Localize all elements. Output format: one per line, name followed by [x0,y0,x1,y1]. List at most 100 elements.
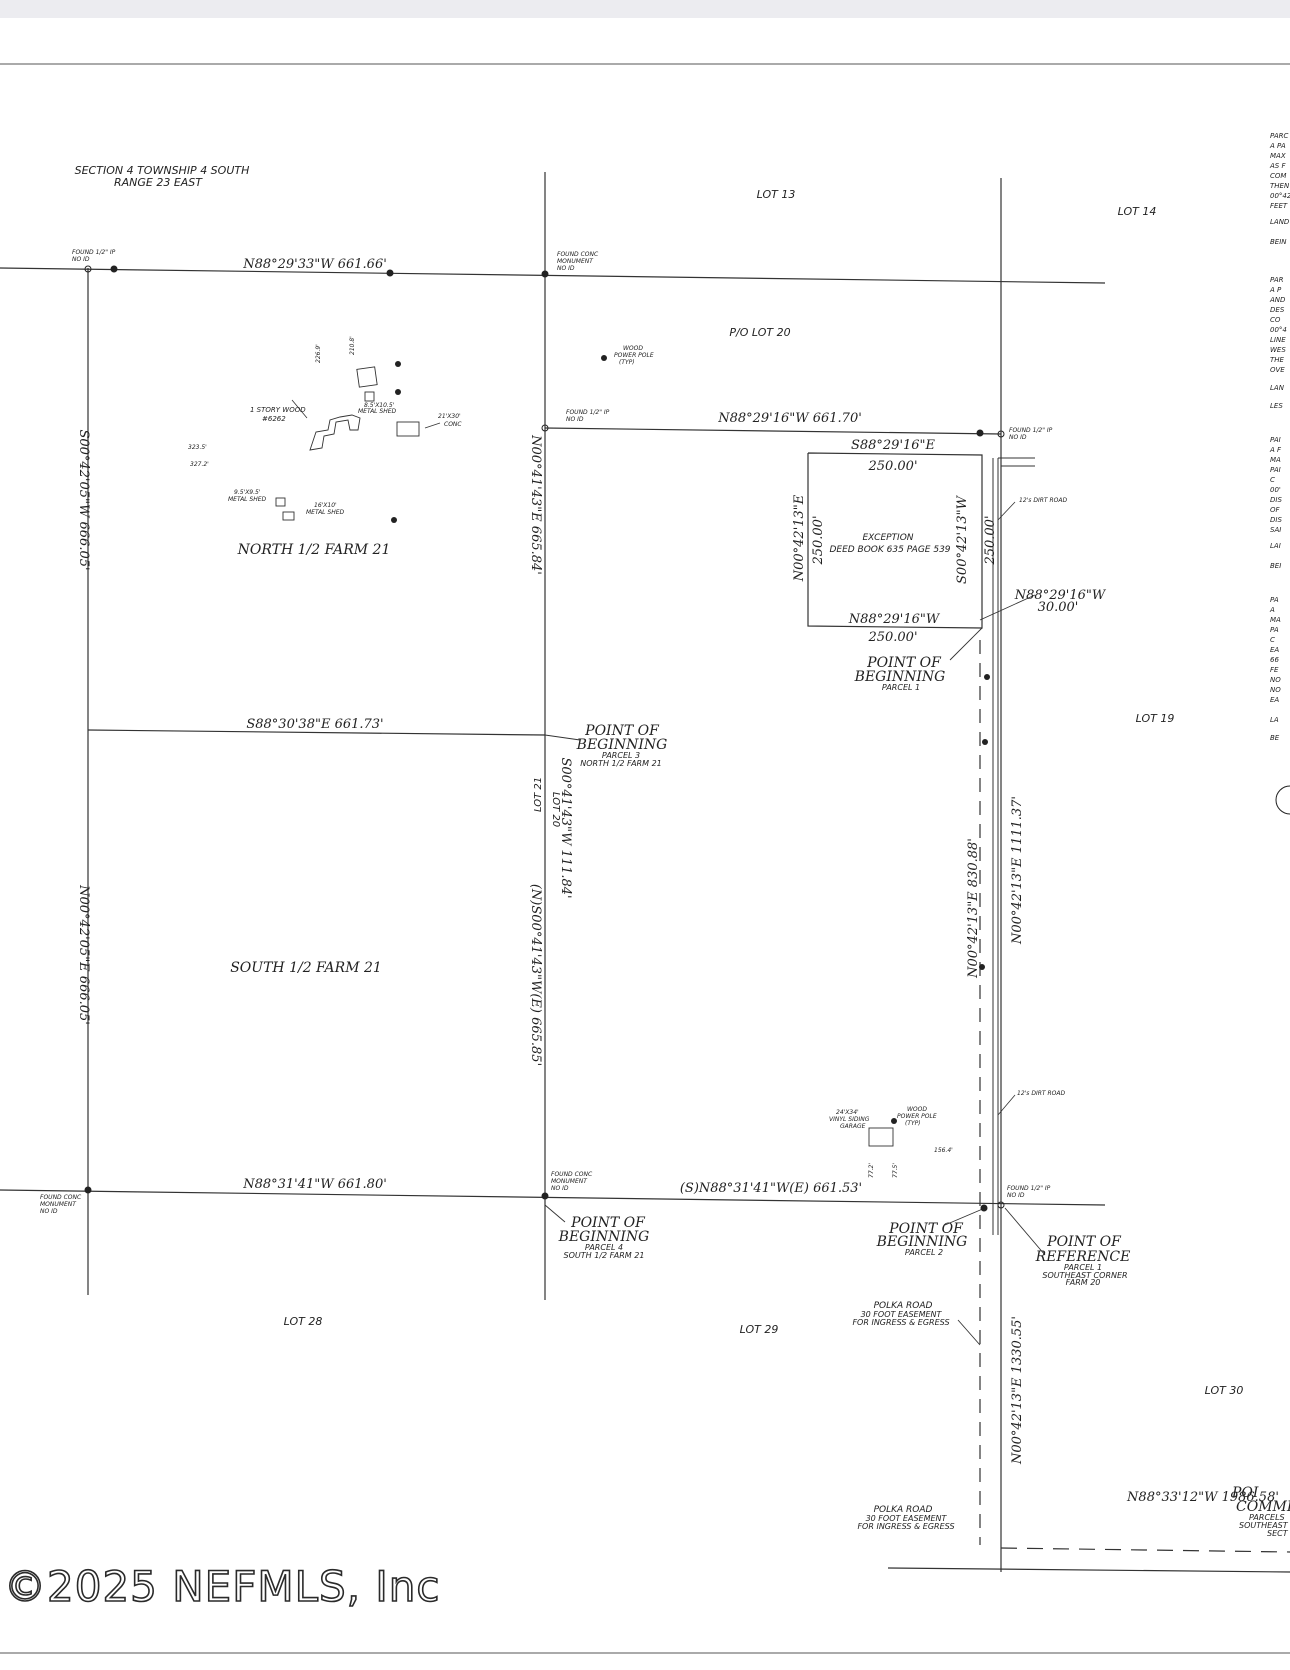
dim-210: 210.8' [349,336,356,355]
exception-bottom-bearing: N88°29'16"W [848,612,941,627]
legal-text-fragment: PARC [1270,132,1289,140]
north-farm-label: NORTH 1/2 FARM 21 [237,542,391,558]
bearing-middle-lower: (N)S00°41'43"W(E) 665.85' [528,884,543,1066]
por-line5: FARM 20 [1066,1278,1101,1287]
section-header-line2: RANGE 23 EAST [114,176,203,189]
legal-text-fragment: LA [1270,716,1279,724]
legal-text-fragment: CO [1270,316,1281,324]
conc-mon-sw-1: FOUND CONC [40,1194,82,1201]
viewer-top-bar [0,0,1290,18]
exception-right-bearing: S00°42'13"W [955,494,970,584]
found-ip-note-se-1: FOUND 1/2" IP [1007,1185,1051,1192]
nefmls-watermark: ©2025 NEFMLS, Inc [3,1561,441,1612]
legal-text-fragment: A [1269,606,1275,614]
found-ip-note-mid-1: FOUND 1/2" IP [566,409,610,416]
conc-mon-north-2: MONUMENT [557,258,594,265]
bearing-easement: N00°42'13"E 830.88' [966,838,981,979]
legal-text-fragment: PAI [1270,436,1281,444]
house-note-2: #6262 [262,415,286,423]
shed-c-note-1: 16'X10' [314,502,337,509]
lot-28-label: LOT 28 [284,1315,323,1328]
legal-text-fragment: PA [1270,596,1279,604]
boundary-lines [0,172,1290,1573]
house-outline [309,414,361,451]
lot-20-side-label: LOT 20 [550,792,561,827]
garage-note-1: 24'X34' [836,1109,859,1116]
legal-text-fragment: A PA [1269,142,1286,150]
legal-text-fragment: LAN [1270,384,1285,392]
pob2-line1: POINT OF [888,1221,964,1237]
pob4-line1: POINT OF [570,1215,646,1231]
road2-line3: FOR INGRESS & EGRESS [857,1522,954,1531]
garage-outline [868,1127,894,1147]
pob3-line1: POINT OF [584,723,660,739]
exception-top-bearing: S88°29'16"E [851,438,936,453]
legal-text-fragment: WES [1270,346,1286,354]
pob3-line4: NORTH 1/2 FARM 21 [580,759,662,768]
road1-line2: 30 FOOT EASEMENT [861,1310,943,1319]
found-ip-note-ne-2: NO ID [1009,434,1027,441]
legal-text-fragment: C [1270,476,1275,484]
pob1-length: 30.00' [1038,600,1079,615]
dim-77-2: 77.2' [868,1163,875,1178]
conc-mon-north-3: NO ID [557,265,575,272]
dirt-road-north: 12's DIRT ROAD [1019,497,1067,504]
legal-text-fragment: MA [1270,616,1281,624]
south-farm-label: SOUTH 1/2 FARM 21 [230,960,382,976]
bearing-lot20-north: N88°29'16"W 661.70' [717,411,862,426]
conc-mon-s-3: NO ID [551,1185,569,1192]
lot-14-label: LOT 14 [1118,205,1157,218]
legal-text-fragment: LES [1270,402,1283,410]
legal-text-fragment: A P [1269,286,1282,294]
pob4-line2: BEGINNING [558,1229,650,1245]
section-header-line1: SECTION 4 TOWNSHIP 4 SOUTH [75,164,250,177]
poc-line4: SOUTHEAST [1239,1521,1289,1530]
metal-shed-c [282,511,295,521]
found-ip-note-se-2: NO ID [1007,1192,1025,1199]
shed-b-note-2: METAL SHED [228,496,267,503]
exception-left-bearing: N00°42'13"E [792,494,807,582]
legal-text-fragment: 00°4 [1270,326,1287,334]
conc-mon-sw-2: MONUMENT [40,1201,77,1208]
dirt-road-south: 12's DIRT ROAD [1017,1090,1065,1097]
legal-text-fragment: BEI [1270,562,1281,570]
line-lot20-south [544,427,1002,435]
legal-text-fragment: EA [1270,646,1279,654]
lot-30-label: LOT 30 [1205,1384,1244,1397]
bearing-west-lower: N00°42'05"E 666.05' [76,884,91,1025]
legal-text-fragment: NO [1270,686,1281,694]
legal-text-fragment: LAI [1270,542,1281,550]
shed-a-note-2: METAL SHED [358,408,397,415]
legal-text-fragment: FEET [1270,202,1288,210]
bearing-east-long: N00°42'13"E 1111.37' [1010,796,1025,945]
bearing-farm-division: S88°30'38"E 661.73' [246,717,383,732]
legal-text-fragment: COM [1270,172,1286,180]
dim-77-5: 77.5' [892,1163,899,1178]
power-pole-north-3: (TYP) [619,359,635,366]
section-dashed-line [1000,1547,1290,1553]
conc-mon-sw-3: NO ID [40,1208,58,1215]
power-pole-south-2: POWER POLE [897,1113,937,1120]
lot-29-label: LOT 29 [740,1323,779,1336]
metal-shed-a [356,366,378,388]
road2-line1: POLKA ROAD [874,1505,933,1515]
edge-circle-symbol [1275,785,1290,815]
found-ip-note-nw-1: FOUND 1/2" IP [72,249,116,256]
pob1-line1: POINT OF [866,655,942,671]
dim-323: 323.5' [188,444,207,451]
poc-line1: POI [1231,1485,1259,1501]
legal-text-fragment: 00°42 [1270,192,1290,200]
road1-line1: POLKA ROAD [874,1301,933,1311]
exception-title: EXCEPTION [862,533,913,543]
bearing-south-middle: (S)N88°31'41"W(E) 661.53' [680,1181,862,1196]
garage-note-3: GARAGE [840,1123,866,1130]
power-pole-south-1: WOOD [907,1106,927,1113]
por-line2: REFERENCE [1035,1249,1131,1265]
shed-c-note-2: METAL SHED [306,509,345,516]
exception-bottom-length: 250.00' [867,630,917,645]
pob1-bearing: N88°29'16"W [1014,588,1107,603]
por-line4: SOUTHEAST CORNER [1042,1271,1127,1280]
legal-text-fragment: AS F [1269,162,1286,170]
conc-note-1: 21'X30' [438,413,461,420]
